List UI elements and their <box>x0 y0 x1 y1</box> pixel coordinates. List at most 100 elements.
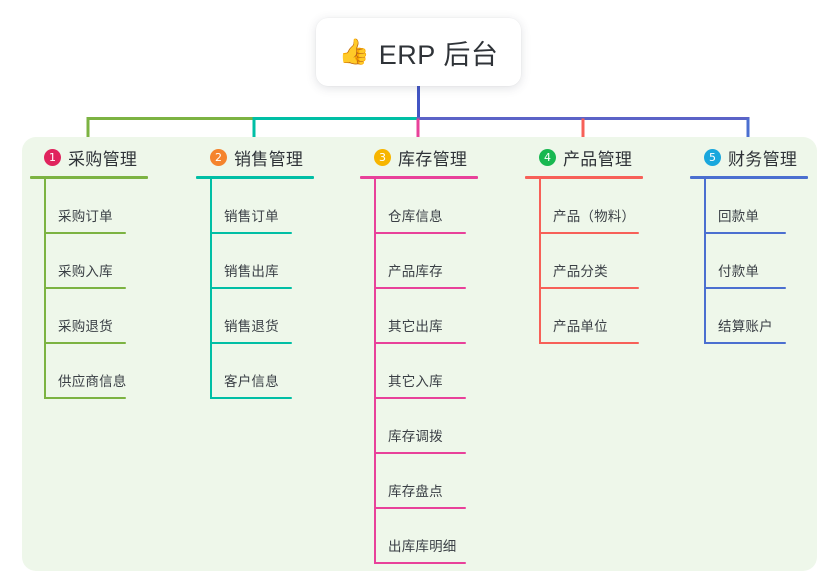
leaf-item[interactable]: 出库库明细 <box>360 509 520 564</box>
leaf-item[interactable]: 付款单 <box>690 234 839 289</box>
leaf-item-label: 结算账户 <box>718 319 773 334</box>
branch-items-2: 销售订单销售出库销售退货客户信息 <box>196 179 356 399</box>
branch-column-1: 1 采购管理采购订单采购入库采购退货供应商信息 <box>30 144 190 399</box>
leaf-item-label: 销售退货 <box>224 319 279 334</box>
branch-title-3: 库存管理 <box>398 149 468 169</box>
branch-badge-3: 3 <box>374 148 391 166</box>
leaf-item-label: 采购退货 <box>58 319 113 334</box>
branch-spine-1 <box>44 179 46 399</box>
leaf-item-label: 产品单位 <box>553 319 608 334</box>
leaf-item-rule <box>374 507 466 509</box>
branch-header-rule-1 <box>30 176 148 179</box>
branch-header-rule-2 <box>196 176 314 179</box>
leaf-item[interactable]: 仓库信息 <box>360 179 520 234</box>
leaf-item-rule <box>704 342 786 344</box>
leaf-item-rule <box>210 287 292 289</box>
branch-badge-4: 4 <box>539 148 556 166</box>
branch-items-1: 采购订单采购入库采购退货供应商信息 <box>30 179 190 399</box>
leaf-item[interactable]: 回款单 <box>690 179 839 234</box>
branch-spine-3 <box>374 179 376 564</box>
leaf-item[interactable]: 供应商信息 <box>30 344 190 399</box>
branch-column-3: 3 库存管理仓库信息产品库存其它出库其它入库库存调拨库存盘点出库库明细 <box>360 144 520 564</box>
leaf-item[interactable]: 销售退货 <box>196 289 356 344</box>
branch-column-2: 2 销售管理销售订单销售出库销售退货客户信息 <box>196 144 356 399</box>
branch-spine-2 <box>210 179 212 399</box>
leaf-item-rule <box>374 562 466 564</box>
leaf-item[interactable]: 其它出库 <box>360 289 520 344</box>
leaf-item-label: 产品分类 <box>553 264 608 279</box>
branch-badge-1: 1 <box>44 148 61 166</box>
leaf-item-rule <box>374 232 466 234</box>
leaf-item-label: 其它入库 <box>388 374 443 389</box>
thumbs-up-icon: 👍 <box>338 37 370 66</box>
leaf-item[interactable]: 结算账户 <box>690 289 839 344</box>
leaf-item[interactable]: 采购订单 <box>30 179 190 234</box>
leaf-item-rule <box>44 287 126 289</box>
leaf-item-label: 销售出库 <box>224 264 279 279</box>
leaf-item[interactable]: 销售订单 <box>196 179 356 234</box>
leaf-item-label: 产品库存 <box>388 264 443 279</box>
branch-badge-2: 2 <box>210 148 227 166</box>
leaf-item[interactable]: 客户信息 <box>196 344 356 399</box>
leaf-item-label: 付款单 <box>718 264 760 279</box>
leaf-item-label: 库存调拨 <box>388 429 443 444</box>
leaf-item[interactable]: 库存盘点 <box>360 454 520 509</box>
leaf-item-rule <box>44 232 126 234</box>
leaf-item-rule <box>374 397 466 399</box>
leaf-item-rule <box>210 397 292 399</box>
branch-header-rule-4 <box>525 176 643 179</box>
leaf-item[interactable]: 采购退货 <box>30 289 190 344</box>
branch-items-3: 仓库信息产品库存其它出库其它入库库存调拨库存盘点出库库明细 <box>360 179 520 564</box>
leaf-item-label: 采购入库 <box>58 264 113 279</box>
leaf-item-rule <box>374 452 466 454</box>
branch-title-2: 销售管理 <box>234 149 304 169</box>
leaf-item[interactable]: 库存调拨 <box>360 399 520 454</box>
branch-header-rule-5 <box>690 176 808 179</box>
branch-header-3[interactable]: 3 库存管理 <box>360 144 520 170</box>
leaf-item-label: 回款单 <box>718 209 760 224</box>
leaf-item-rule <box>374 287 466 289</box>
branch-header-1[interactable]: 1 采购管理 <box>30 144 190 170</box>
branch-header-5[interactable]: 5 财务管理 <box>690 144 839 170</box>
leaf-item-label: 出库库明细 <box>388 539 457 554</box>
leaf-item-rule <box>704 287 786 289</box>
branch-spine-5 <box>704 179 706 344</box>
branch-title-1: 采购管理 <box>68 149 138 169</box>
branches-panel <box>22 137 817 571</box>
leaf-item-rule <box>44 342 126 344</box>
branch-badge-5: 5 <box>704 148 721 166</box>
leaf-item[interactable]: 产品分类 <box>525 234 685 289</box>
branch-column-4: 4 产品管理产品（物料） 产品分类产品单位 <box>525 144 685 344</box>
leaf-item-label: 采购订单 <box>58 209 113 224</box>
branch-title-4: 产品管理 <box>563 149 633 169</box>
leaf-item-rule <box>210 232 292 234</box>
branch-header-2[interactable]: 2 销售管理 <box>196 144 356 170</box>
branch-spine-4 <box>539 179 541 344</box>
leaf-item[interactable]: 产品库存 <box>360 234 520 289</box>
leaf-item-label: 产品（物料） <box>553 209 636 224</box>
root-title-card[interactable]: 👍 ERP 后台 <box>316 18 521 86</box>
branch-items-4: 产品（物料） 产品分类产品单位 <box>525 179 685 344</box>
leaf-item[interactable]: 销售出库 <box>196 234 356 289</box>
leaf-item-label: 其它出库 <box>388 319 443 334</box>
leaf-item-rule <box>374 342 466 344</box>
leaf-item[interactable]: 产品（物料） <box>525 179 685 234</box>
leaf-item-rule <box>44 397 126 399</box>
leaf-item-rule <box>539 342 639 344</box>
leaf-item[interactable]: 产品单位 <box>525 289 685 344</box>
leaf-item-label: 仓库信息 <box>388 209 443 224</box>
leaf-item[interactable]: 采购入库 <box>30 234 190 289</box>
leaf-item[interactable]: 其它入库 <box>360 344 520 399</box>
leaf-item-label: 客户信息 <box>224 374 279 389</box>
leaf-item-label: 销售订单 <box>224 209 279 224</box>
root-title-inner: 👍 ERP 后台 <box>339 33 499 72</box>
leaf-item-label: 供应商信息 <box>58 374 127 389</box>
branch-title-5: 财务管理 <box>728 149 798 169</box>
branch-column-5: 5 财务管理回款单付款单结算账户 <box>690 144 839 344</box>
leaf-item-rule <box>539 232 639 234</box>
branch-header-rule-3 <box>360 176 478 179</box>
leaf-item-label: 库存盘点 <box>388 484 443 499</box>
leaf-item-rule <box>539 287 639 289</box>
branch-header-4[interactable]: 4 产品管理 <box>525 144 685 170</box>
